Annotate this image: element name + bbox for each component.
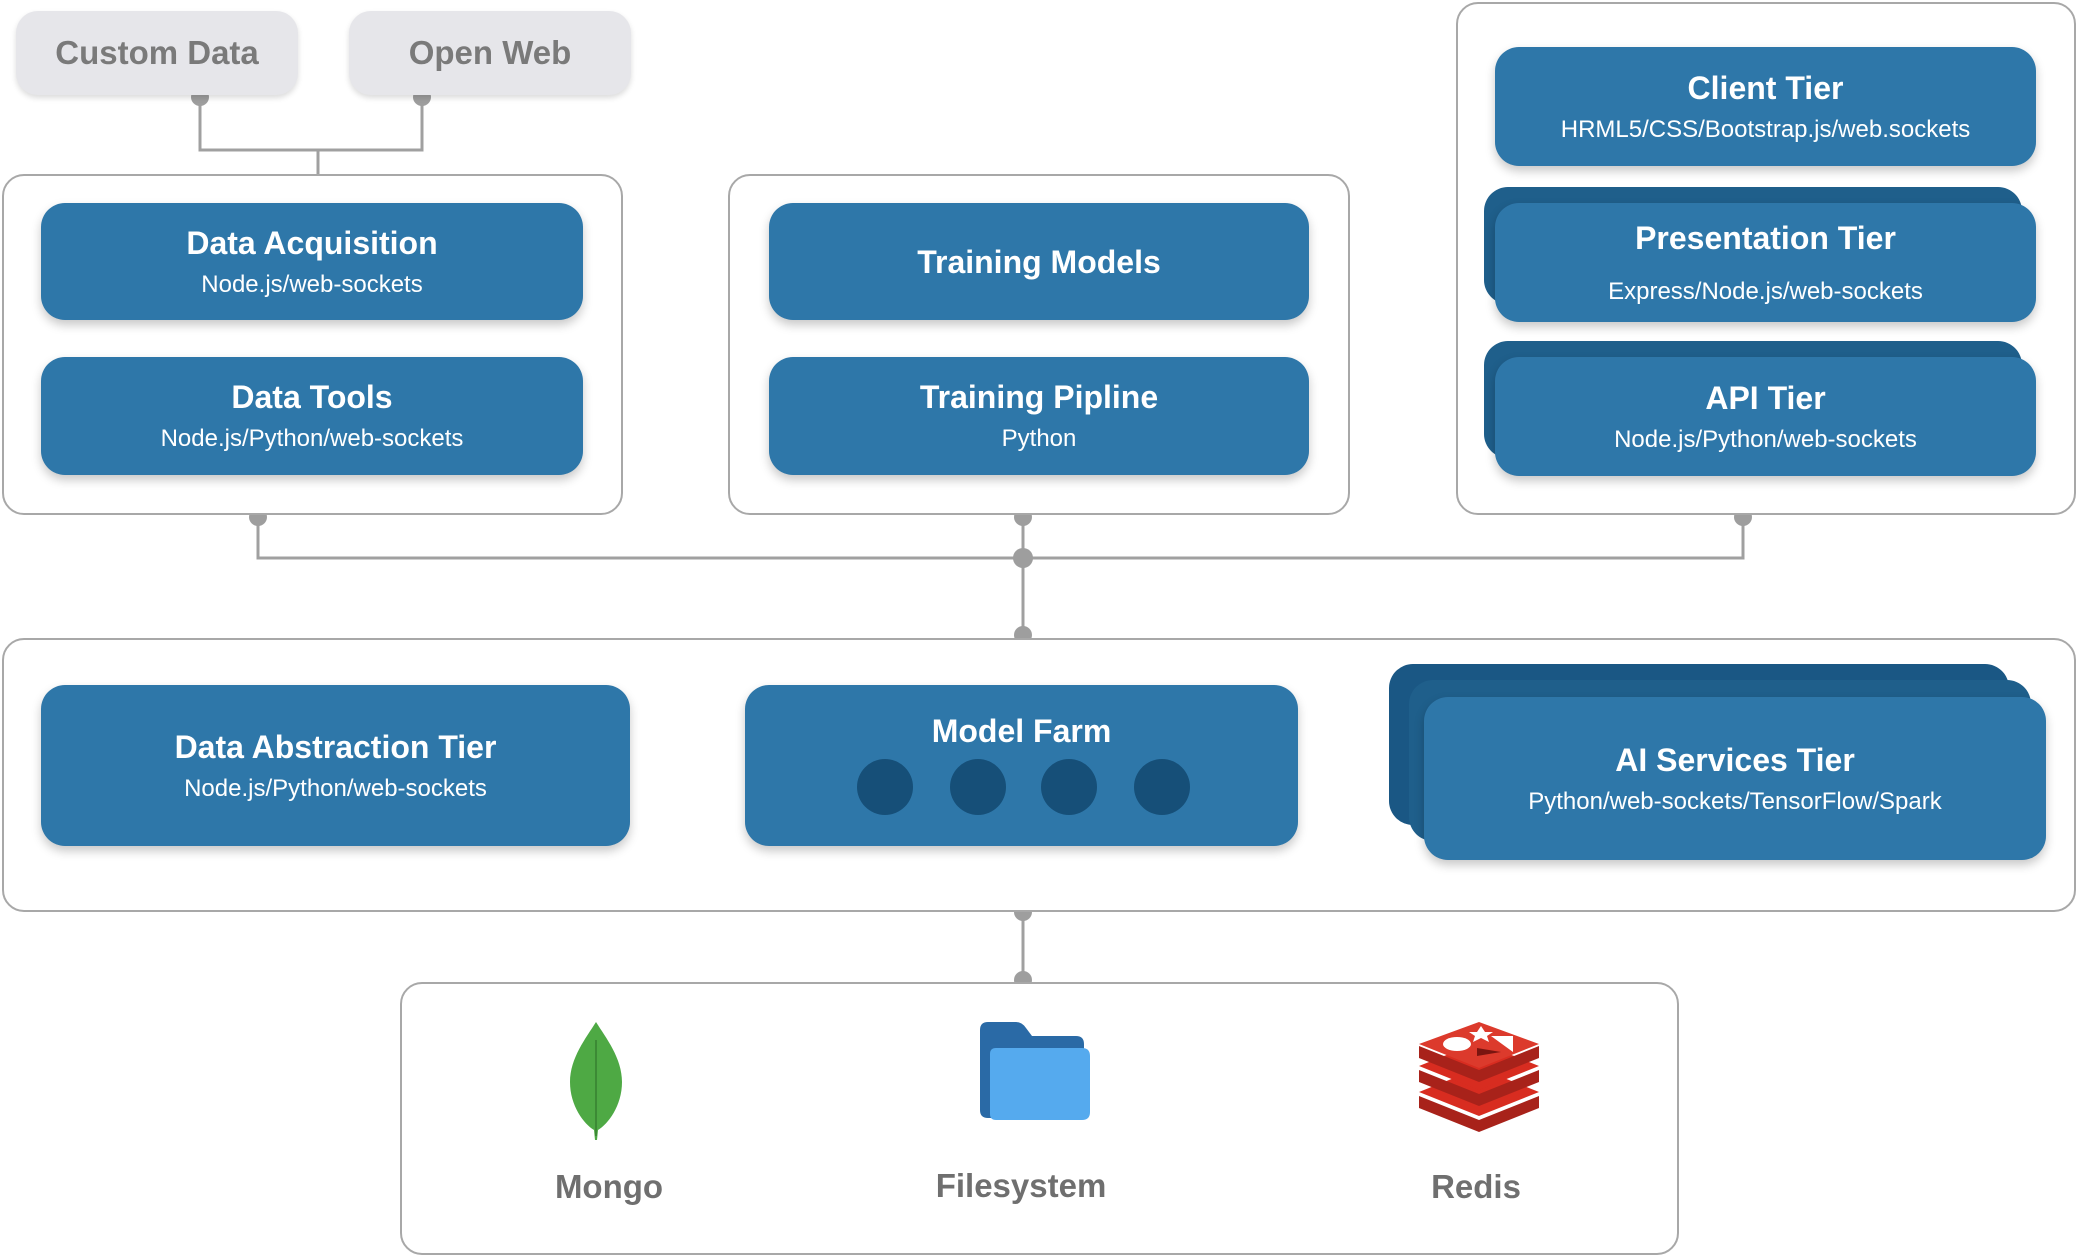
presentation-tier-sub: Express/Node.js/web-sockets — [1608, 277, 1923, 305]
sources-connector — [198, 97, 424, 152]
redis-label: Redis — [1431, 1168, 1521, 1205]
api-tier-title: API Tier — [1705, 379, 1826, 416]
data-acquisition-card: Data Acquisition Node.js/web-sockets — [41, 203, 583, 320]
ai-services-card: AI Services Tier Python/web-sockets/Tens… — [1424, 697, 2046, 860]
training-models-title: Training Models — [917, 243, 1161, 280]
filesystem-label: Filesystem — [935, 1167, 1107, 1204]
training-models-card: Training Models — [769, 203, 1309, 320]
presentation-tier-title: Presentation Tier — [1635, 219, 1896, 256]
folder-icon — [980, 1022, 1090, 1120]
model-farm-title: Model Farm — [931, 713, 1112, 749]
data-abstraction-card: Data Abstraction Tier Node.js/Python/web… — [41, 685, 630, 846]
custom-data-label: Custom Data — [55, 34, 259, 71]
top-bus-connector — [256, 517, 1745, 560]
api-tier-sub: Node.js/Python/web-sockets — [1614, 425, 1917, 453]
presentation-tier-card: Presentation Tier Express/Node.js/web-so… — [1495, 203, 2036, 322]
data-acquisition-title: Data Acquisition — [186, 224, 438, 261]
training-pipeline-title: Training Pipline — [919, 379, 1159, 415]
custom-data-source: Custom Data — [16, 11, 298, 95]
model-node-4 — [1134, 759, 1190, 815]
api-tier-card: API Tier Node.js/Python/web-sockets — [1495, 357, 2036, 476]
data-tools-sub: Node.js/Python/web-sockets — [160, 425, 464, 452]
model-node-1 — [857, 759, 913, 815]
data-abstraction-sub: Node.js/Python/web-sockets — [184, 774, 487, 802]
model-node-3 — [1041, 759, 1097, 815]
client-tier-card: Client Tier HRML5/CSS/Bootstrap.js/web.s… — [1495, 47, 2036, 166]
ai-services-title: AI Services Tier — [1615, 741, 1855, 778]
training-pipeline-sub: Python — [1001, 425, 1077, 452]
open-web-label: Open Web — [408, 34, 572, 71]
ai-services-sub: Python/web-sockets/TensorFlow/Spark — [1528, 787, 1942, 815]
training-pipeline-card: Training Pipline Python — [769, 357, 1309, 475]
client-tier-title: Client Tier — [1687, 69, 1844, 106]
model-farm-card: Model Farm — [745, 685, 1298, 846]
data-tools-title: Data Tools — [231, 379, 393, 415]
open-web-source: Open Web — [349, 11, 631, 95]
redis-icon — [1419, 1022, 1539, 1132]
data-tools-card: Data Tools Node.js/Python/web-sockets — [41, 357, 583, 475]
model-node-2 — [950, 759, 1006, 815]
data-acquisition-sub: Node.js/web-sockets — [201, 270, 423, 298]
client-tier-sub: HRML5/CSS/Bootstrap.js/web.sockets — [1560, 115, 1971, 143]
data-abstraction-title: Data Abstraction Tier — [174, 728, 497, 765]
mongo-label: Mongo — [554, 1168, 664, 1205]
mongo-leaf-icon — [570, 1022, 622, 1140]
